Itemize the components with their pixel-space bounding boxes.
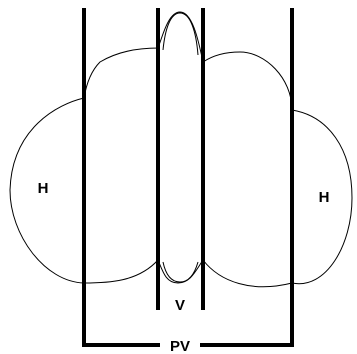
bracket-label: PV <box>170 338 190 354</box>
center-loop-bottom <box>162 261 199 283</box>
center-loop <box>162 12 199 56</box>
center-region-label: V <box>175 297 185 314</box>
lobed-outline <box>9 11 353 288</box>
right-region-label: H <box>319 189 330 206</box>
left-region-label: H <box>38 180 49 197</box>
